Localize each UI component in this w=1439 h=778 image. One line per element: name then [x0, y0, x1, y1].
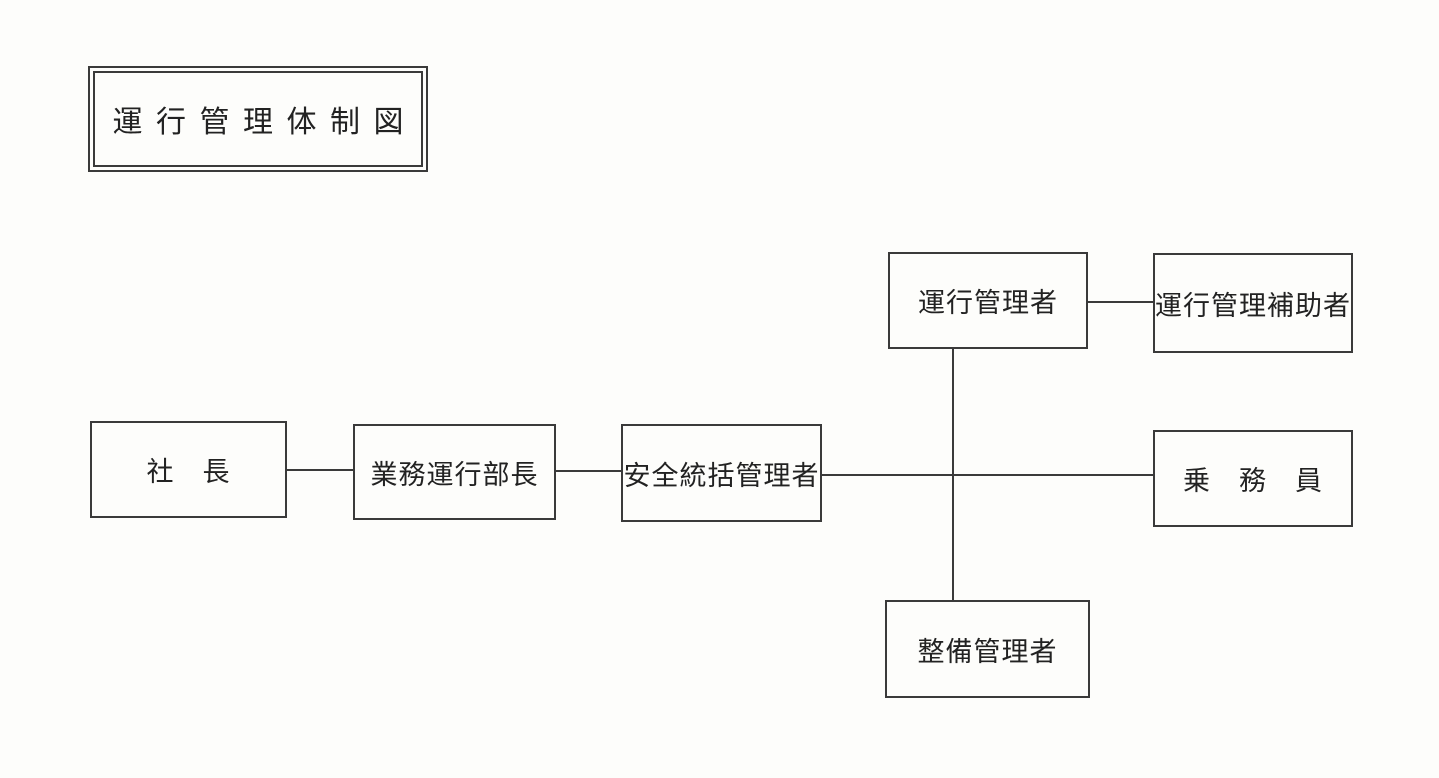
node-operations-director: 業務運行部長	[353, 424, 556, 520]
node-operation-manager: 運行管理者	[888, 252, 1088, 349]
node-safety-general-manager: 安全統括管理者	[621, 424, 822, 522]
diagram-title-box-inner-border: 運行管理体制図	[93, 71, 423, 167]
node-crew-member: 乗 務 員	[1153, 430, 1353, 527]
connector-operation-manager-to-assistant	[1088, 301, 1153, 303]
node-president: 社 長	[90, 421, 287, 518]
connector-president-to-operations-director	[287, 469, 353, 471]
connector-operations-director-to-safety-manager	[556, 470, 621, 472]
connector-safety-manager-to-crew	[822, 474, 1153, 476]
connector-operation-manager-to-maintenance-manager	[952, 349, 954, 601]
node-maintenance-manager: 整備管理者	[885, 600, 1090, 698]
diagram-title-box: 運行管理体制図	[88, 66, 428, 172]
node-operation-manager-assistant: 運行管理補助者	[1153, 253, 1353, 353]
diagram-title: 運行管理体制図	[112, 106, 417, 139]
